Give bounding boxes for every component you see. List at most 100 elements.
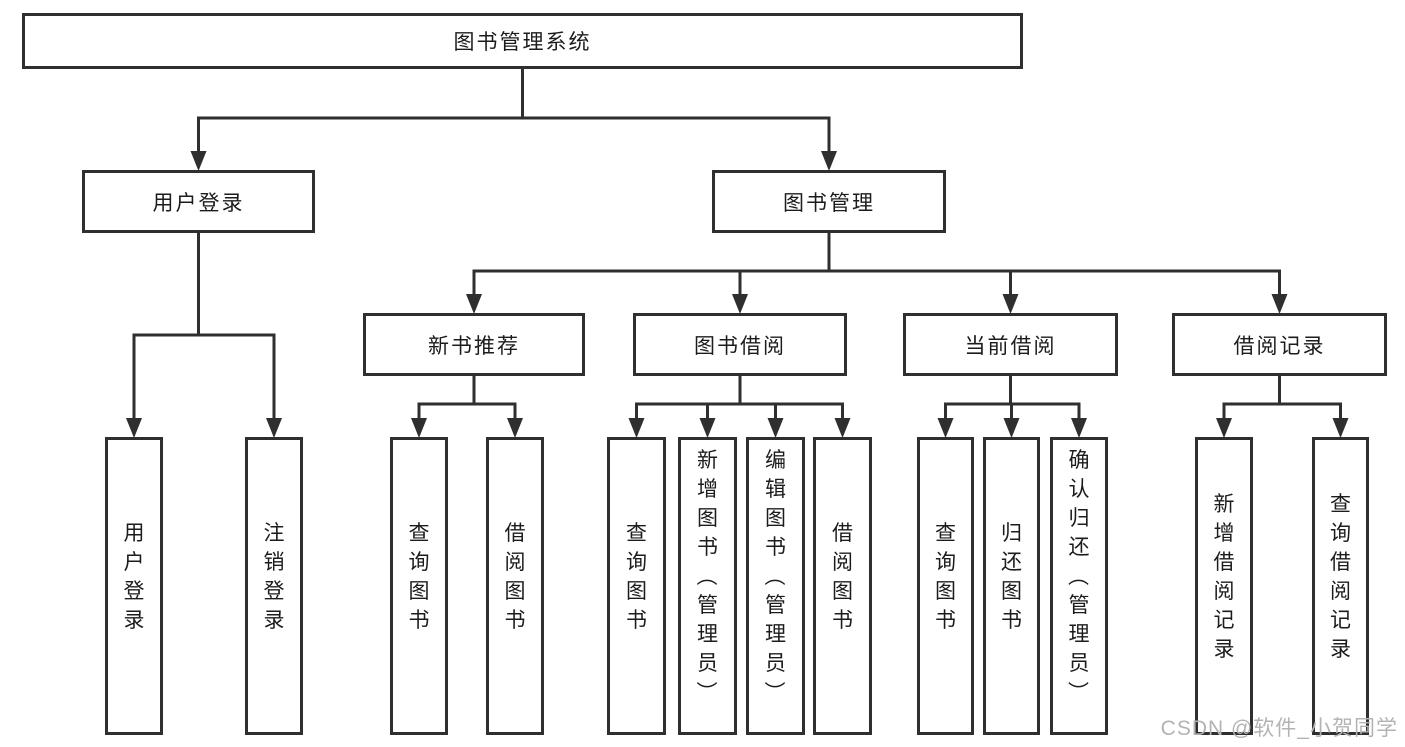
node-label-char: 图 [697,507,718,530]
node-label-char: 图 [765,507,786,530]
node-label-char: 询 [1330,521,1351,545]
node-borrow-records: 借阅记录 [1172,313,1387,376]
node-ul-logout: 注销登录 [245,437,303,735]
node-label-char: 查 [935,521,956,545]
node-label-char: 查 [626,521,647,545]
arrow-nb-borrow [507,418,523,438]
node-label-char: ） [1066,680,1089,702]
watermark-text: CSDN @软件_小贺同学 [1160,717,1398,740]
node-label-char: 理 [765,623,786,646]
node-label-char: 记 [1213,608,1235,632]
node-label-char: 询 [626,550,647,574]
arrow-new-book-rec [466,294,482,314]
node-label-char: 书 [504,608,526,632]
node-label-char: 确 [1068,449,1090,472]
node-label-char: 图 [935,579,956,603]
node-label-char: 录 [1330,637,1351,661]
node-label-char: 书 [408,608,430,632]
node-label-char: 询 [408,550,430,574]
node-label-char: 销 [263,550,285,574]
node-label-char: 借 [1213,550,1235,574]
node-label-char: 管 [765,594,786,617]
node-label-char: 还 [1001,550,1022,574]
node-nb-query: 查询图书 [390,437,448,735]
node-label-char: 还 [1068,536,1090,559]
node-label-char: 书 [626,608,647,632]
node-label-char: 图 [408,579,430,603]
node-label-char: 员 [697,652,718,675]
arrow-bb-edit [767,418,784,438]
arrow-ul-login [126,418,142,438]
node-label-char: 户 [123,550,145,574]
node-label-char: 管 [697,594,718,617]
node-label-char: 辑 [765,478,786,501]
node-label-char: 录 [123,608,145,632]
node-label: 当前借阅 [964,334,1057,358]
arrow-br-add [1216,418,1232,438]
node-label-char: （ [762,564,786,586]
arrow-cb-query [937,418,954,438]
node-nb-borrow: 借阅图书 [486,437,544,735]
node-label-char: 登 [123,579,145,603]
node-bb-borrow: 借阅图书 [813,437,872,735]
arrow-ul-logout [266,418,282,438]
node-label-char: ） [694,680,718,702]
node-label-char: 理 [697,623,718,646]
node-label-char: 借 [1330,550,1351,574]
arrow-nb-query [411,418,427,438]
node-label-char: ） [762,680,786,702]
node-label-char: 员 [765,652,786,675]
node-label-char: 增 [697,478,718,501]
node-label-char: 归 [1001,521,1022,545]
node-label-char: 书 [697,536,718,559]
node-label: 新书推荐 [428,334,520,358]
node-label-char: 图 [504,579,526,603]
node-label-char: 新 [1213,492,1235,516]
node-label-char: 登 [263,579,285,603]
node-label-char: 图 [1001,579,1022,603]
node-label-char: （ [694,564,718,586]
node-label-char: 书 [765,536,786,559]
node-label-char: 编 [765,449,786,472]
node-book-borrow: 图书借阅 [633,313,847,376]
node-label-char: 理 [1068,623,1090,646]
node-current-borrow: 当前借阅 [903,313,1118,376]
node-label-char: 书 [935,608,956,632]
node-label-char: 书 [832,608,853,632]
node-bb-query: 查询图书 [607,437,666,735]
arrow-cb-return [1003,418,1020,438]
node-label-char: 记 [1330,608,1351,632]
node-label: 图书借阅 [694,334,786,358]
node-label-char: 查 [408,521,430,545]
arrow-user-login [190,151,207,171]
node-label-char: 录 [1213,637,1235,661]
arrow-book-mgmt [821,151,837,171]
node-cb-confirm: 确认归还（管理员） [1050,437,1108,735]
node-cb-return: 归还图书 [983,437,1040,735]
node-label: 借阅记录 [1233,334,1326,358]
node-label: 图书管理系统 [453,31,592,54]
node-bb-add: 新增图书 （ 管理员 ） [678,437,737,735]
node-label-char: 询 [935,550,956,574]
node-label-char: 录 [263,608,285,632]
node-label-char: 用 [123,521,145,545]
node-user-login: 用户登录 [82,170,315,233]
arrow-br-query [1332,418,1349,438]
node-label-char: 查 [1330,492,1351,516]
node-label-char: 图 [832,579,853,603]
node-label-char: （ [1066,564,1089,586]
node-label-char: 增 [1213,521,1235,545]
arrow-book-borrow [732,294,748,314]
node-br-query: 查询借阅记录 [1312,437,1369,735]
arrow-current-borrow [1002,294,1019,314]
node-label-char: 阅 [504,550,526,574]
node-br-add: 新增借阅记录 [1195,437,1253,735]
node-label: 图书管理 [783,191,875,215]
arrow-bb-query [628,418,645,438]
node-label-char: 借 [504,521,526,545]
node-label-char: 新 [697,449,718,472]
node-label-char: 借 [832,521,853,545]
